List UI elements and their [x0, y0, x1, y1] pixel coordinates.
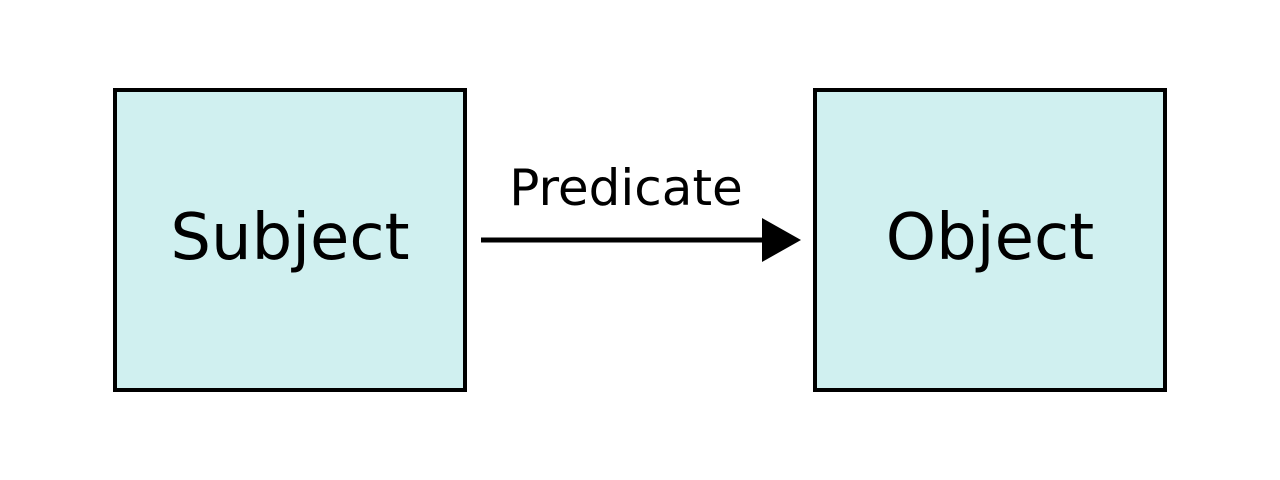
- object-node-label: Object: [885, 201, 1095, 275]
- subject-node-label: Subject: [170, 201, 410, 275]
- object-node: Object: [813, 88, 1167, 392]
- predicate-edge-label: Predicate: [509, 159, 743, 217]
- subject-node: Subject: [113, 88, 467, 392]
- arrowhead-icon: [762, 218, 801, 262]
